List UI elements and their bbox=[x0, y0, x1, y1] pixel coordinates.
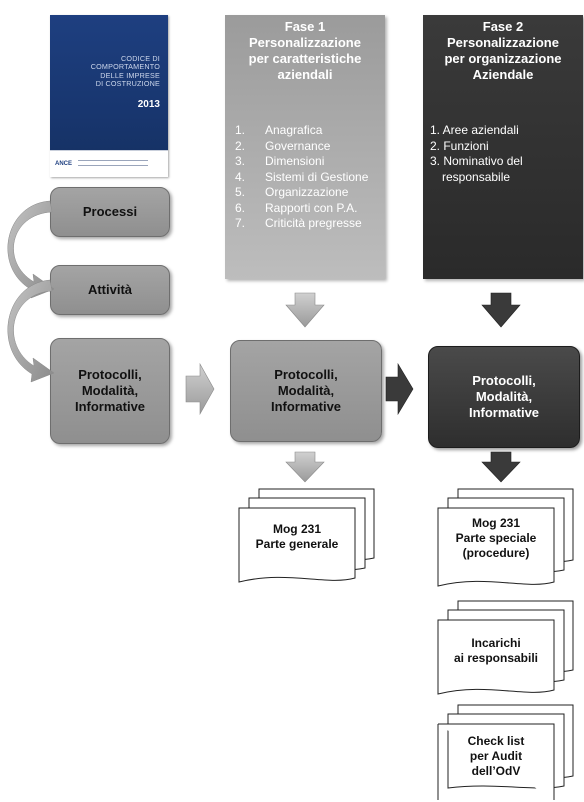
phase2-title: Fase 2 Personalizzazione per organizzazi… bbox=[423, 19, 583, 83]
phase1-item-number: 1. bbox=[235, 123, 246, 137]
doc-stack-mog-generale: Mog 231 Parte generale bbox=[237, 488, 377, 588]
phase1-title: Fase 1 Personalizzazione per caratterist… bbox=[225, 19, 385, 83]
ance-logo: ANCE bbox=[55, 161, 73, 167]
phase1-item-label: Criticità pregresse bbox=[265, 216, 362, 230]
left-protocolli-line-1: Protocolli, bbox=[78, 367, 142, 382]
phase1-item-number: 7. bbox=[235, 216, 246, 230]
phase1-protocolli-line-1: Protocolli, bbox=[274, 367, 338, 382]
doc-mog-speciale-line-3: (procedure) bbox=[462, 546, 530, 560]
phase1-item: 5. Organizzazione bbox=[235, 185, 368, 201]
doc-mog-speciale-label: Mog 231 Parte speciale (procedure) bbox=[436, 516, 556, 561]
phase2-title-line-1: Fase 2 bbox=[482, 19, 524, 34]
phase1-title-line-2: Personalizzazione bbox=[249, 35, 361, 50]
doc-stack-incarichi: Incarichi ai responsabili bbox=[436, 600, 576, 700]
phase1-title-line-3: per caratteristiche bbox=[248, 51, 362, 66]
doc-stack-checklist: Check list per Audit dell’OdV bbox=[436, 704, 576, 800]
phase1-item: 2. Governance bbox=[235, 139, 368, 155]
left-protocolli-box: Protocolli, Modalità, Informative bbox=[50, 338, 170, 444]
phase1-item: 1. Anagrafica bbox=[235, 123, 368, 139]
doc-mog-generale-line-2: Parte generale bbox=[255, 537, 339, 551]
phase1-item-label: Sistemi di Gestione bbox=[265, 169, 369, 184]
phase2-panel: Fase 2 Personalizzazione per organizzazi… bbox=[423, 15, 583, 279]
phase2-protocolli-line-3: Informative bbox=[468, 405, 540, 420]
doc-stack-shape bbox=[437, 704, 574, 800]
phase1-item-number: 4. bbox=[235, 169, 246, 184]
code-of-conduct-book-cover: CODICE DI COMPORTAMENTO DELLE IMPRESE DI… bbox=[50, 15, 168, 177]
phase2-title-line-3: per organizzazione bbox=[444, 51, 562, 66]
doc-checklist-line-2: per Audit bbox=[469, 749, 523, 763]
book-title-line-3: DELLE IMPRESE bbox=[100, 70, 160, 80]
phase2-title-line-4: Aziendale bbox=[472, 67, 534, 82]
doc-incarichi-label: Incarichi ai responsabili bbox=[436, 636, 556, 666]
phase1-title-line-1: Fase 1 bbox=[284, 19, 326, 34]
processi-box: Processi bbox=[50, 187, 170, 237]
phase1-title-line-4: aziendali bbox=[277, 67, 333, 82]
processi-label: Processi bbox=[82, 204, 138, 219]
doc-incarichi-line-1: Incarichi bbox=[471, 636, 521, 650]
doc-stack-shape bbox=[437, 488, 574, 587]
phase1-item-number: 3. bbox=[235, 154, 246, 168]
phase1-list: 1. Anagrafica 2. Governance 3. Dimensioni 4… bbox=[235, 123, 368, 232]
phase1-item-label: Dimensioni bbox=[265, 154, 325, 168]
doc-mog-speciale-line-2: Parte speciale bbox=[455, 531, 537, 545]
phase1-protocolli-line-2: Modalità, bbox=[277, 383, 335, 398]
doc-checklist-label: Check list per Audit dell’OdV bbox=[436, 734, 556, 779]
phase2-protocolli-line-2: Modalità, bbox=[475, 389, 533, 404]
phase2-title-line-2: Personalizzazione bbox=[447, 35, 559, 50]
phase1-item-label: Governance bbox=[265, 138, 331, 153]
doc-mog-generale-label: Mog 231 Parte generale bbox=[237, 522, 357, 552]
phase1-panel: Fase 1 Personalizzazione per caratterist… bbox=[225, 15, 385, 279]
phase1-protocolli-box: Protocolli, Modalità, Informative bbox=[230, 340, 382, 442]
phase2-list: 1. Aree aziendali 2. Funzioni 3. Nominat… bbox=[430, 123, 580, 185]
phase1-item-label: Rapporti con P.A. bbox=[265, 200, 358, 215]
phase1-item: 6. Rapporti con P.A. bbox=[235, 201, 368, 217]
attivita-label: Attività bbox=[87, 282, 133, 297]
phase1-item-number: 5. bbox=[235, 185, 246, 199]
doc-stack-mog-speciale: Mog 231 Parte speciale (procedure) bbox=[436, 488, 576, 592]
phase1-item-number: 6. bbox=[235, 200, 246, 215]
phase1-item-label: Organizzazione bbox=[265, 185, 349, 199]
doc-stack-shape bbox=[238, 488, 375, 583]
left-protocolli-line-2: Modalità, bbox=[81, 383, 139, 398]
phase1-item: 4. Sistemi di Gestione bbox=[235, 170, 368, 186]
doc-incarichi-line-2: ai responsabili bbox=[453, 651, 539, 665]
doc-mog-generale-line-1: Mog 231 bbox=[272, 522, 321, 536]
phase1-item: 7. Criticità pregresse bbox=[235, 216, 368, 232]
doc-mog-speciale-line-1: Mog 231 bbox=[471, 516, 520, 530]
book-title-line-1: CODICE DI bbox=[121, 54, 160, 63]
book-title-line-2: COMPORTAMENTO bbox=[90, 62, 160, 72]
phase1-protocolli-line-3: Informative bbox=[270, 399, 342, 414]
doc-stack-shape bbox=[437, 600, 574, 695]
book-title: CODICE DI COMPORTAMENTO DELLE IMPRESE DI… bbox=[60, 54, 160, 89]
book-footer: ANCE bbox=[50, 150, 168, 177]
phase2-item: 1. Aree aziendali bbox=[430, 123, 519, 137]
book-footer-rule bbox=[78, 160, 148, 166]
phase2-protocolli-line-1: Protocolli, bbox=[472, 373, 536, 388]
attivita-box: Attività bbox=[50, 265, 170, 315]
phase2-item: 3. Nominativo del responsabile bbox=[430, 154, 523, 184]
left-protocolli-line-3: Informative bbox=[74, 399, 146, 414]
phase1-item-label: Anagrafica bbox=[265, 123, 323, 137]
doc-checklist-line-3: dell’OdV bbox=[471, 764, 521, 778]
phase2-item: 2. Funzioni bbox=[430, 138, 489, 153]
phase1-item: 3. Dimensioni bbox=[235, 154, 368, 170]
doc-checklist-line-1: Check list bbox=[467, 734, 525, 748]
book-title-line-4: DI COSTRUZIONE bbox=[95, 79, 160, 89]
book-year: 2013 bbox=[137, 99, 160, 110]
phase2-protocolli-box: Protocolli, Modalità, Informative bbox=[428, 346, 580, 448]
phase1-item-number: 2. bbox=[235, 138, 246, 153]
